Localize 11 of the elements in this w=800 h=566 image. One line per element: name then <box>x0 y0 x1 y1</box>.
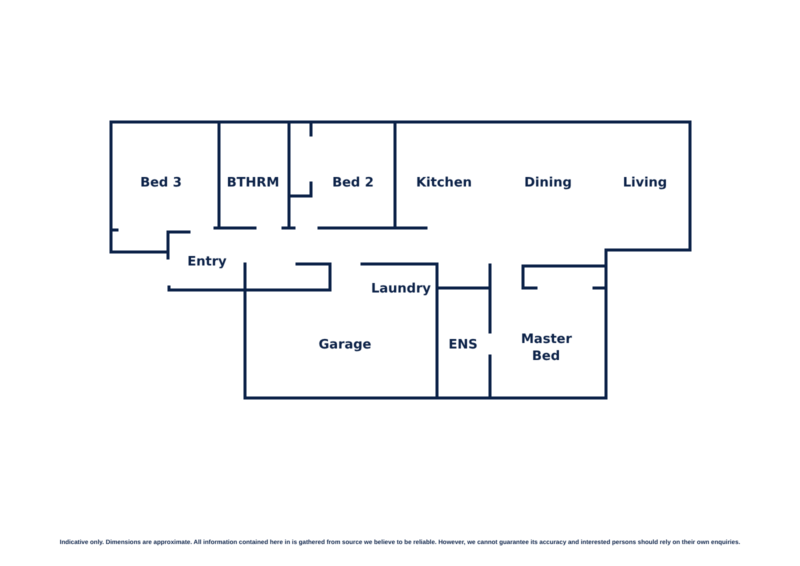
room-label: Master Bed <box>521 331 571 365</box>
room-label: Bed 2 <box>332 174 374 192</box>
room-label: Bed 3 <box>140 174 182 192</box>
room-label: BTHRM <box>226 174 280 192</box>
room-label: Laundry <box>371 280 431 298</box>
room-label: Garage <box>318 336 372 354</box>
room-label: Dining <box>524 174 572 192</box>
room-label: ENS <box>448 336 478 354</box>
room-label: Entry <box>187 254 227 270</box>
room-label: Living <box>622 174 668 192</box>
room-label: Kitchen <box>416 174 472 192</box>
